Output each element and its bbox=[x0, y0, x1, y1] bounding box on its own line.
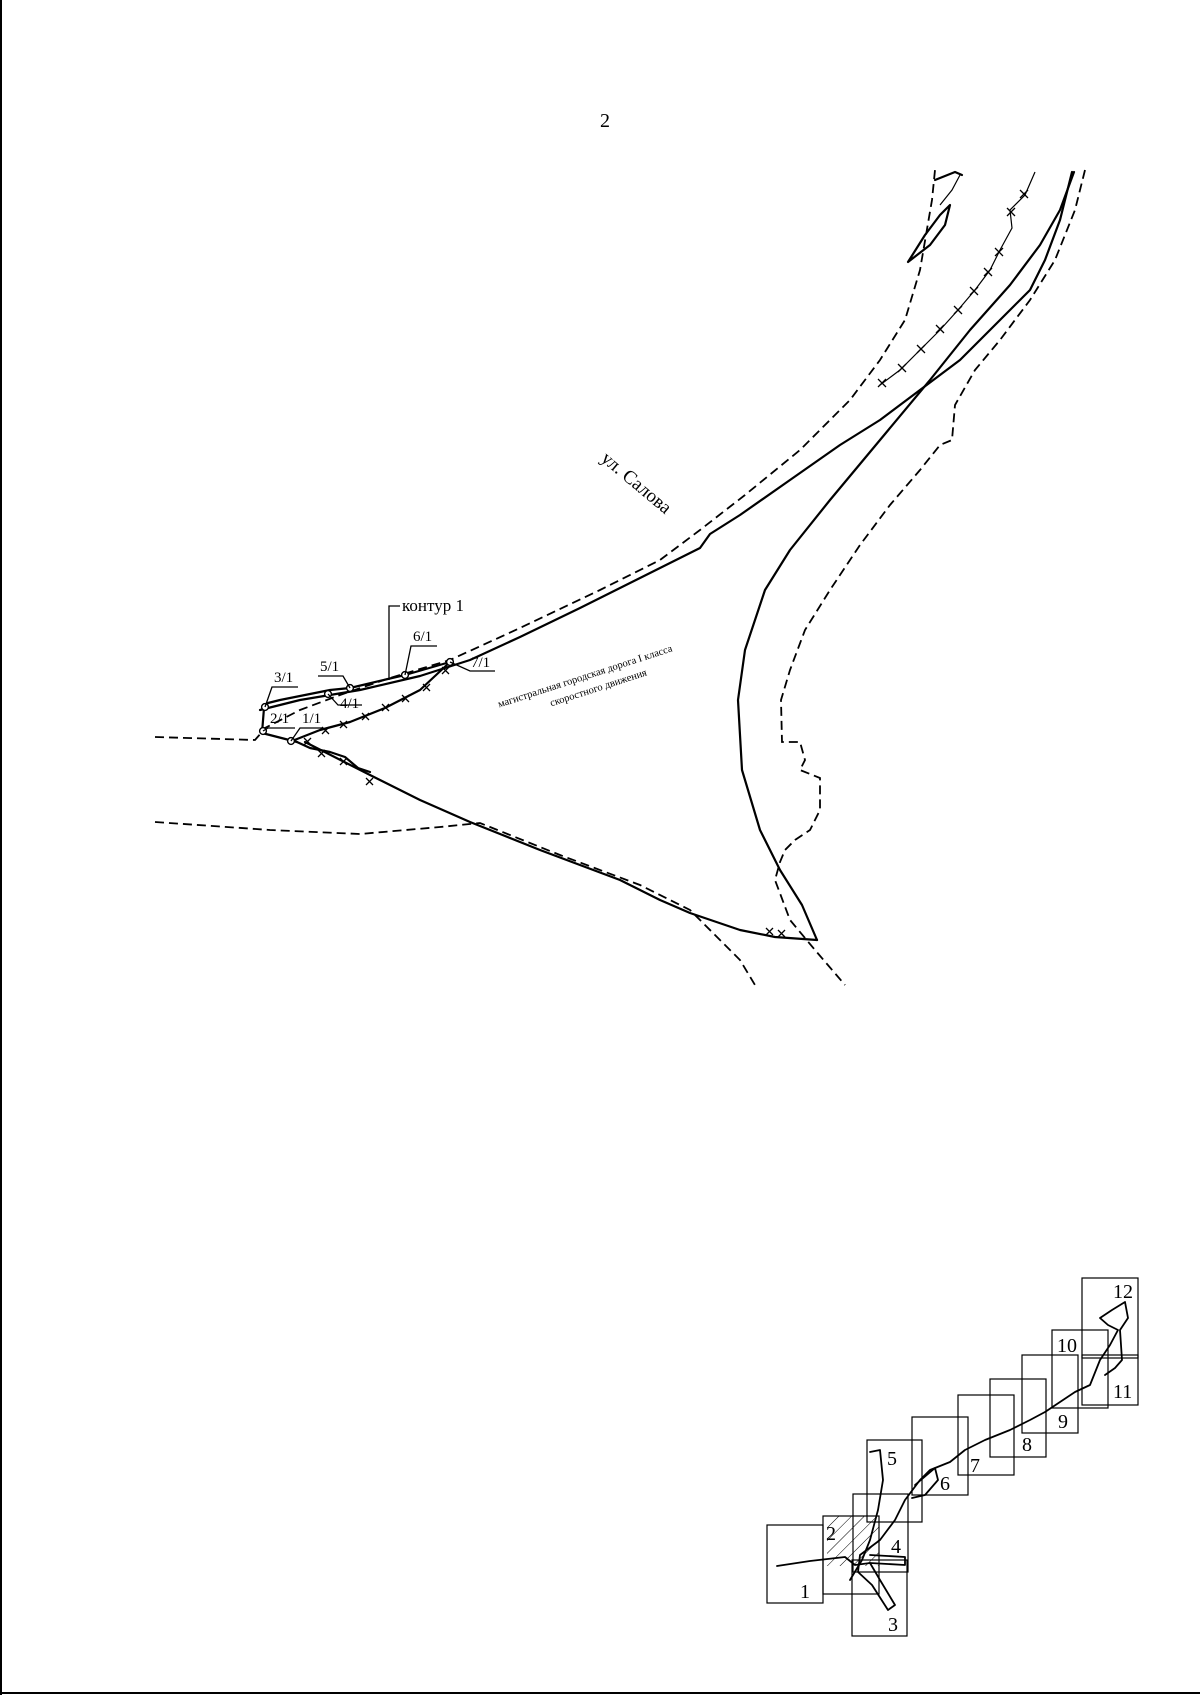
key-map bbox=[766, 1277, 1139, 1637]
fence-line-north bbox=[939, 174, 961, 206]
key-sheet-1: 1 bbox=[800, 1581, 810, 1603]
key-sheet-10: 10 bbox=[1057, 1335, 1077, 1357]
key-sheet-6: 6 bbox=[940, 1473, 950, 1495]
fence-southwest bbox=[295, 740, 372, 774]
sheet-frame-6 bbox=[911, 1416, 969, 1496]
key-sheet-3: 3 bbox=[888, 1614, 898, 1636]
key-sheet-7: 7 bbox=[970, 1455, 980, 1477]
key-map-sheet-numbers: 1 2 3 4 5 6 7 8 9 10 11 12 bbox=[800, 1281, 1133, 1636]
street-boundary-dashed-south bbox=[154, 821, 756, 986]
key-sheet-8: 8 bbox=[1022, 1434, 1032, 1456]
key-map-loop bbox=[911, 1467, 939, 1499]
label-contour-1: контур 1 bbox=[402, 596, 464, 615]
sheet-frame-9 bbox=[1021, 1354, 1079, 1434]
curb-north-fragment bbox=[933, 170, 964, 182]
key-map-route bbox=[776, 1301, 1129, 1611]
road-edge-solid-south bbox=[303, 740, 819, 942]
label-point-7-1: 7/1 bbox=[471, 655, 490, 671]
sheet-frame-10 bbox=[1051, 1329, 1109, 1409]
label-point-6-1: 6/1 bbox=[413, 629, 432, 645]
label-point-1-1: 1/1 bbox=[302, 711, 321, 727]
fence-ticks-northeast bbox=[877, 189, 1029, 388]
label-street-salova: ул. Салова bbox=[597, 448, 676, 519]
sheet-frame-12 bbox=[1081, 1277, 1139, 1359]
key-sheet-12: 12 bbox=[1113, 1281, 1133, 1303]
label-point-5-1: 5/1 bbox=[320, 659, 339, 675]
label-point-2-1: 2/1 bbox=[270, 711, 289, 727]
label-point-3-1: 3/1 bbox=[274, 670, 293, 686]
page-number: 2 bbox=[600, 110, 610, 132]
key-sheet-2: 2 bbox=[826, 1523, 836, 1545]
key-sheet-9: 9 bbox=[1058, 1411, 1068, 1433]
sheet-frame-11 bbox=[1081, 1354, 1139, 1406]
street-boundary-dashed-north bbox=[154, 169, 936, 741]
sheet-frame-3 bbox=[851, 1559, 908, 1637]
key-sheet-5: 5 bbox=[887, 1448, 897, 1470]
median-strip bbox=[906, 203, 952, 264]
contour-1-boundary bbox=[260, 660, 452, 744]
label-leaders bbox=[262, 605, 495, 742]
label-road-class: магистральная городская дорога I класса … bbox=[497, 643, 675, 710]
key-sheet-4: 4 bbox=[891, 1536, 901, 1558]
label-point-4-1: 4/1 bbox=[340, 696, 359, 712]
key-sheet-11: 11 bbox=[1113, 1381, 1132, 1403]
sheet-frame-7 bbox=[957, 1394, 1015, 1476]
key-map-branch bbox=[849, 1449, 906, 1581]
road-boundary-dashed-east bbox=[774, 169, 1086, 986]
fence-line-northeast bbox=[879, 171, 1036, 386]
road-edge-solid-east bbox=[736, 170, 1076, 942]
sheet-frame-8 bbox=[989, 1378, 1047, 1458]
road-edge-solid-north bbox=[258, 170, 1074, 712]
fence-ticks-contour bbox=[303, 666, 786, 938]
